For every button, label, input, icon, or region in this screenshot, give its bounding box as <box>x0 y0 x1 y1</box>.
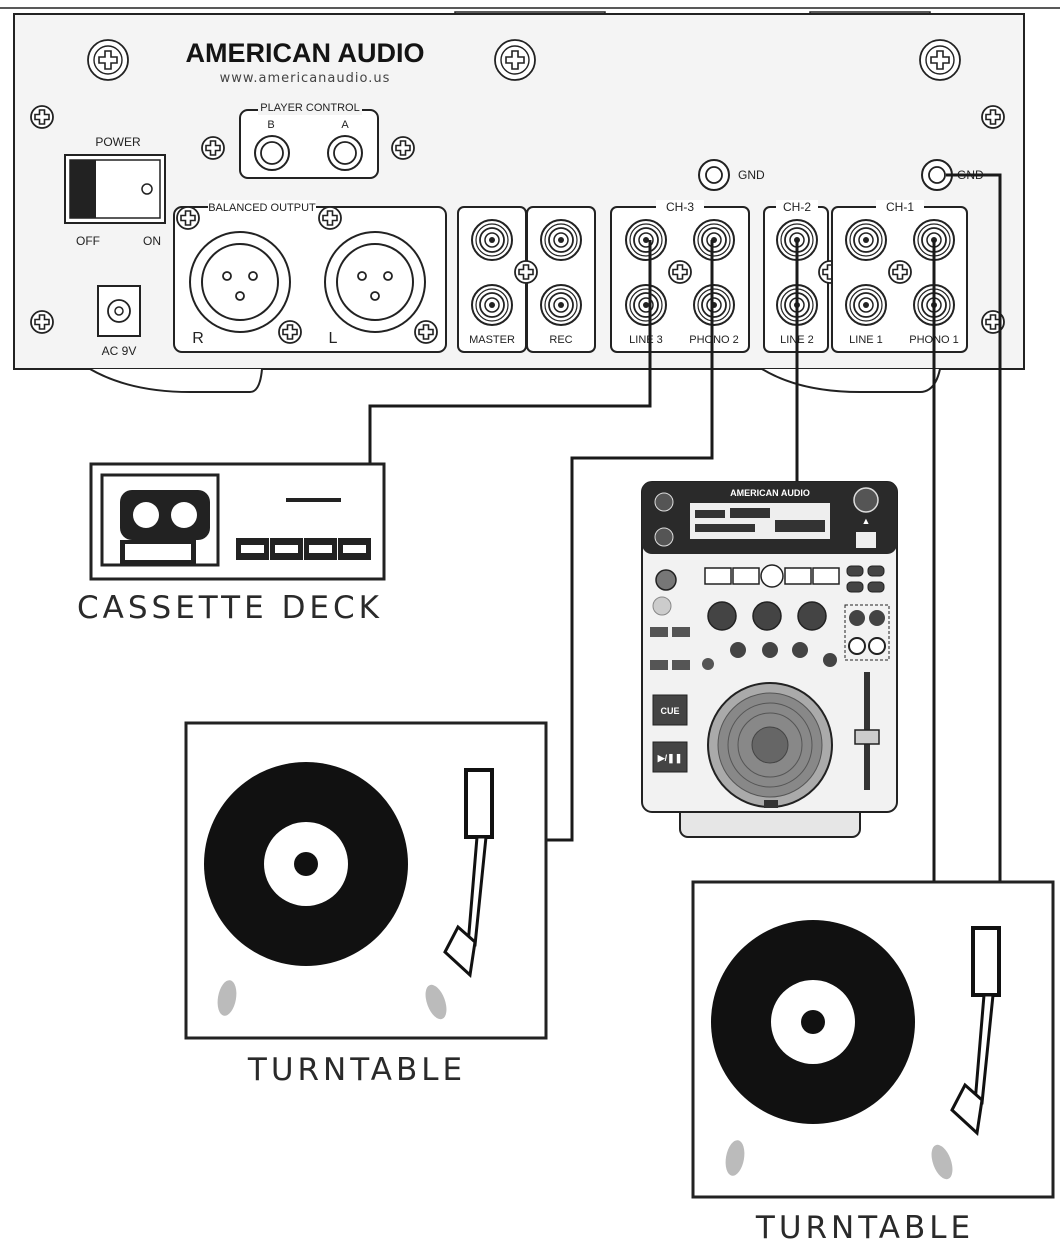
eject-button[interactable] <box>853 487 879 513</box>
player-control-title: PLAYER CONTROL <box>260 102 359 114</box>
screw-icon <box>414 320 438 344</box>
master-label: MASTER <box>469 334 515 346</box>
ch3-phono-rca-bottom[interactable] <box>693 284 735 326</box>
turntable-left-cable <box>545 240 714 842</box>
turntable-right: TURNTABLE <box>691 880 1055 1246</box>
gnd-1-label: GND <box>738 168 765 182</box>
screw-icon <box>176 206 200 230</box>
play-pause-button[interactable]: ▶/❚❚ <box>657 753 683 764</box>
ch3-line-label: LINE 3 <box>629 334 663 346</box>
power-on-label: ON <box>143 234 161 248</box>
rec-rca-top[interactable] <box>540 219 582 261</box>
screw-icon <box>981 105 1005 129</box>
dc-power-jack[interactable] <box>97 285 141 337</box>
screw-icon <box>318 206 342 230</box>
xlr-left-jack[interactable] <box>324 231 426 333</box>
ch1-line-label: LINE 1 <box>849 334 883 346</box>
cd-player-brand: AMERICAN AUDIO <box>730 488 810 498</box>
ch1-title: CH-1 <box>886 200 914 214</box>
player-control-b-label: B <box>267 119 274 131</box>
cassette-deck: CASSETTE DECK <box>77 462 386 626</box>
player-control-b-jack[interactable] <box>254 135 290 171</box>
mixer-url: www.americanaudio.us <box>220 71 391 86</box>
svg-text:▲: ▲ <box>862 516 871 526</box>
jog-wheel[interactable] <box>707 682 833 808</box>
screw-icon <box>30 310 54 334</box>
ch1-line-rca-top[interactable] <box>845 219 887 261</box>
xlr-right-jack[interactable] <box>189 231 291 333</box>
ch3-line-rca-bottom[interactable] <box>625 284 667 326</box>
cue-button[interactable]: CUE <box>660 706 679 716</box>
dc-in-label: AC 9V <box>102 344 137 358</box>
cassette-deck-label: CASSETTE DECK <box>77 590 383 626</box>
knob-icon[interactable] <box>655 569 677 591</box>
rec-label: REC <box>549 334 572 346</box>
screw-icon <box>514 260 538 284</box>
screw-icon <box>278 320 302 344</box>
balanced-output-title: BALANCED OUTPUT <box>208 202 316 214</box>
power-switch[interactable] <box>64 154 166 224</box>
screw-icon <box>668 260 692 284</box>
xlr-left-label: L <box>329 330 338 347</box>
pitch-slider[interactable] <box>854 672 880 790</box>
screw-icon <box>494 39 536 81</box>
mixer-rear-panel: AMERICAN AUDIO www.americanaudio.us POWE… <box>0 7 1060 393</box>
master-rca-bottom[interactable] <box>471 284 513 326</box>
turntable-left-label: TURNTABLE <box>247 1052 466 1088</box>
screw-icon <box>87 39 129 81</box>
ch3-line-rca-top[interactable] <box>625 219 667 261</box>
player-control-a-label: A <box>341 119 349 131</box>
ch2-title: CH-2 <box>783 200 811 214</box>
screw-icon <box>391 136 415 160</box>
turntable-right-label: TURNTABLE <box>755 1210 974 1246</box>
gnd-1-terminal[interactable] <box>698 159 730 191</box>
ch3-title: CH-3 <box>666 200 694 214</box>
screw-icon <box>30 105 54 129</box>
power-label: POWER <box>95 135 141 149</box>
tonearm-icon <box>464 768 494 839</box>
screw-icon <box>201 136 225 160</box>
tonearm-icon <box>971 926 1001 997</box>
ch3-phono-label: PHONO 2 <box>689 334 739 346</box>
player-control-a-jack[interactable] <box>327 135 363 171</box>
master-rca-top[interactable] <box>471 219 513 261</box>
ch1-line-rca-bottom[interactable] <box>845 284 887 326</box>
cables <box>368 173 1002 882</box>
cassette-cable <box>368 240 652 464</box>
screw-icon <box>919 39 961 81</box>
rec-rca-bottom[interactable] <box>540 284 582 326</box>
screw-icon <box>888 260 912 284</box>
mixer-brand: AMERICAN AUDIO <box>186 38 425 68</box>
cd-player: AMERICAN AUDIO ▲ <box>641 481 898 838</box>
turntable-left: TURNTABLE <box>184 721 548 1088</box>
ch3-phono-rca-top[interactable] <box>693 219 735 261</box>
xlr-right-label: R <box>192 330 204 347</box>
power-off-label: OFF <box>76 234 100 248</box>
gnd-2-terminal[interactable] <box>921 159 953 191</box>
ground-cable <box>946 173 1002 882</box>
